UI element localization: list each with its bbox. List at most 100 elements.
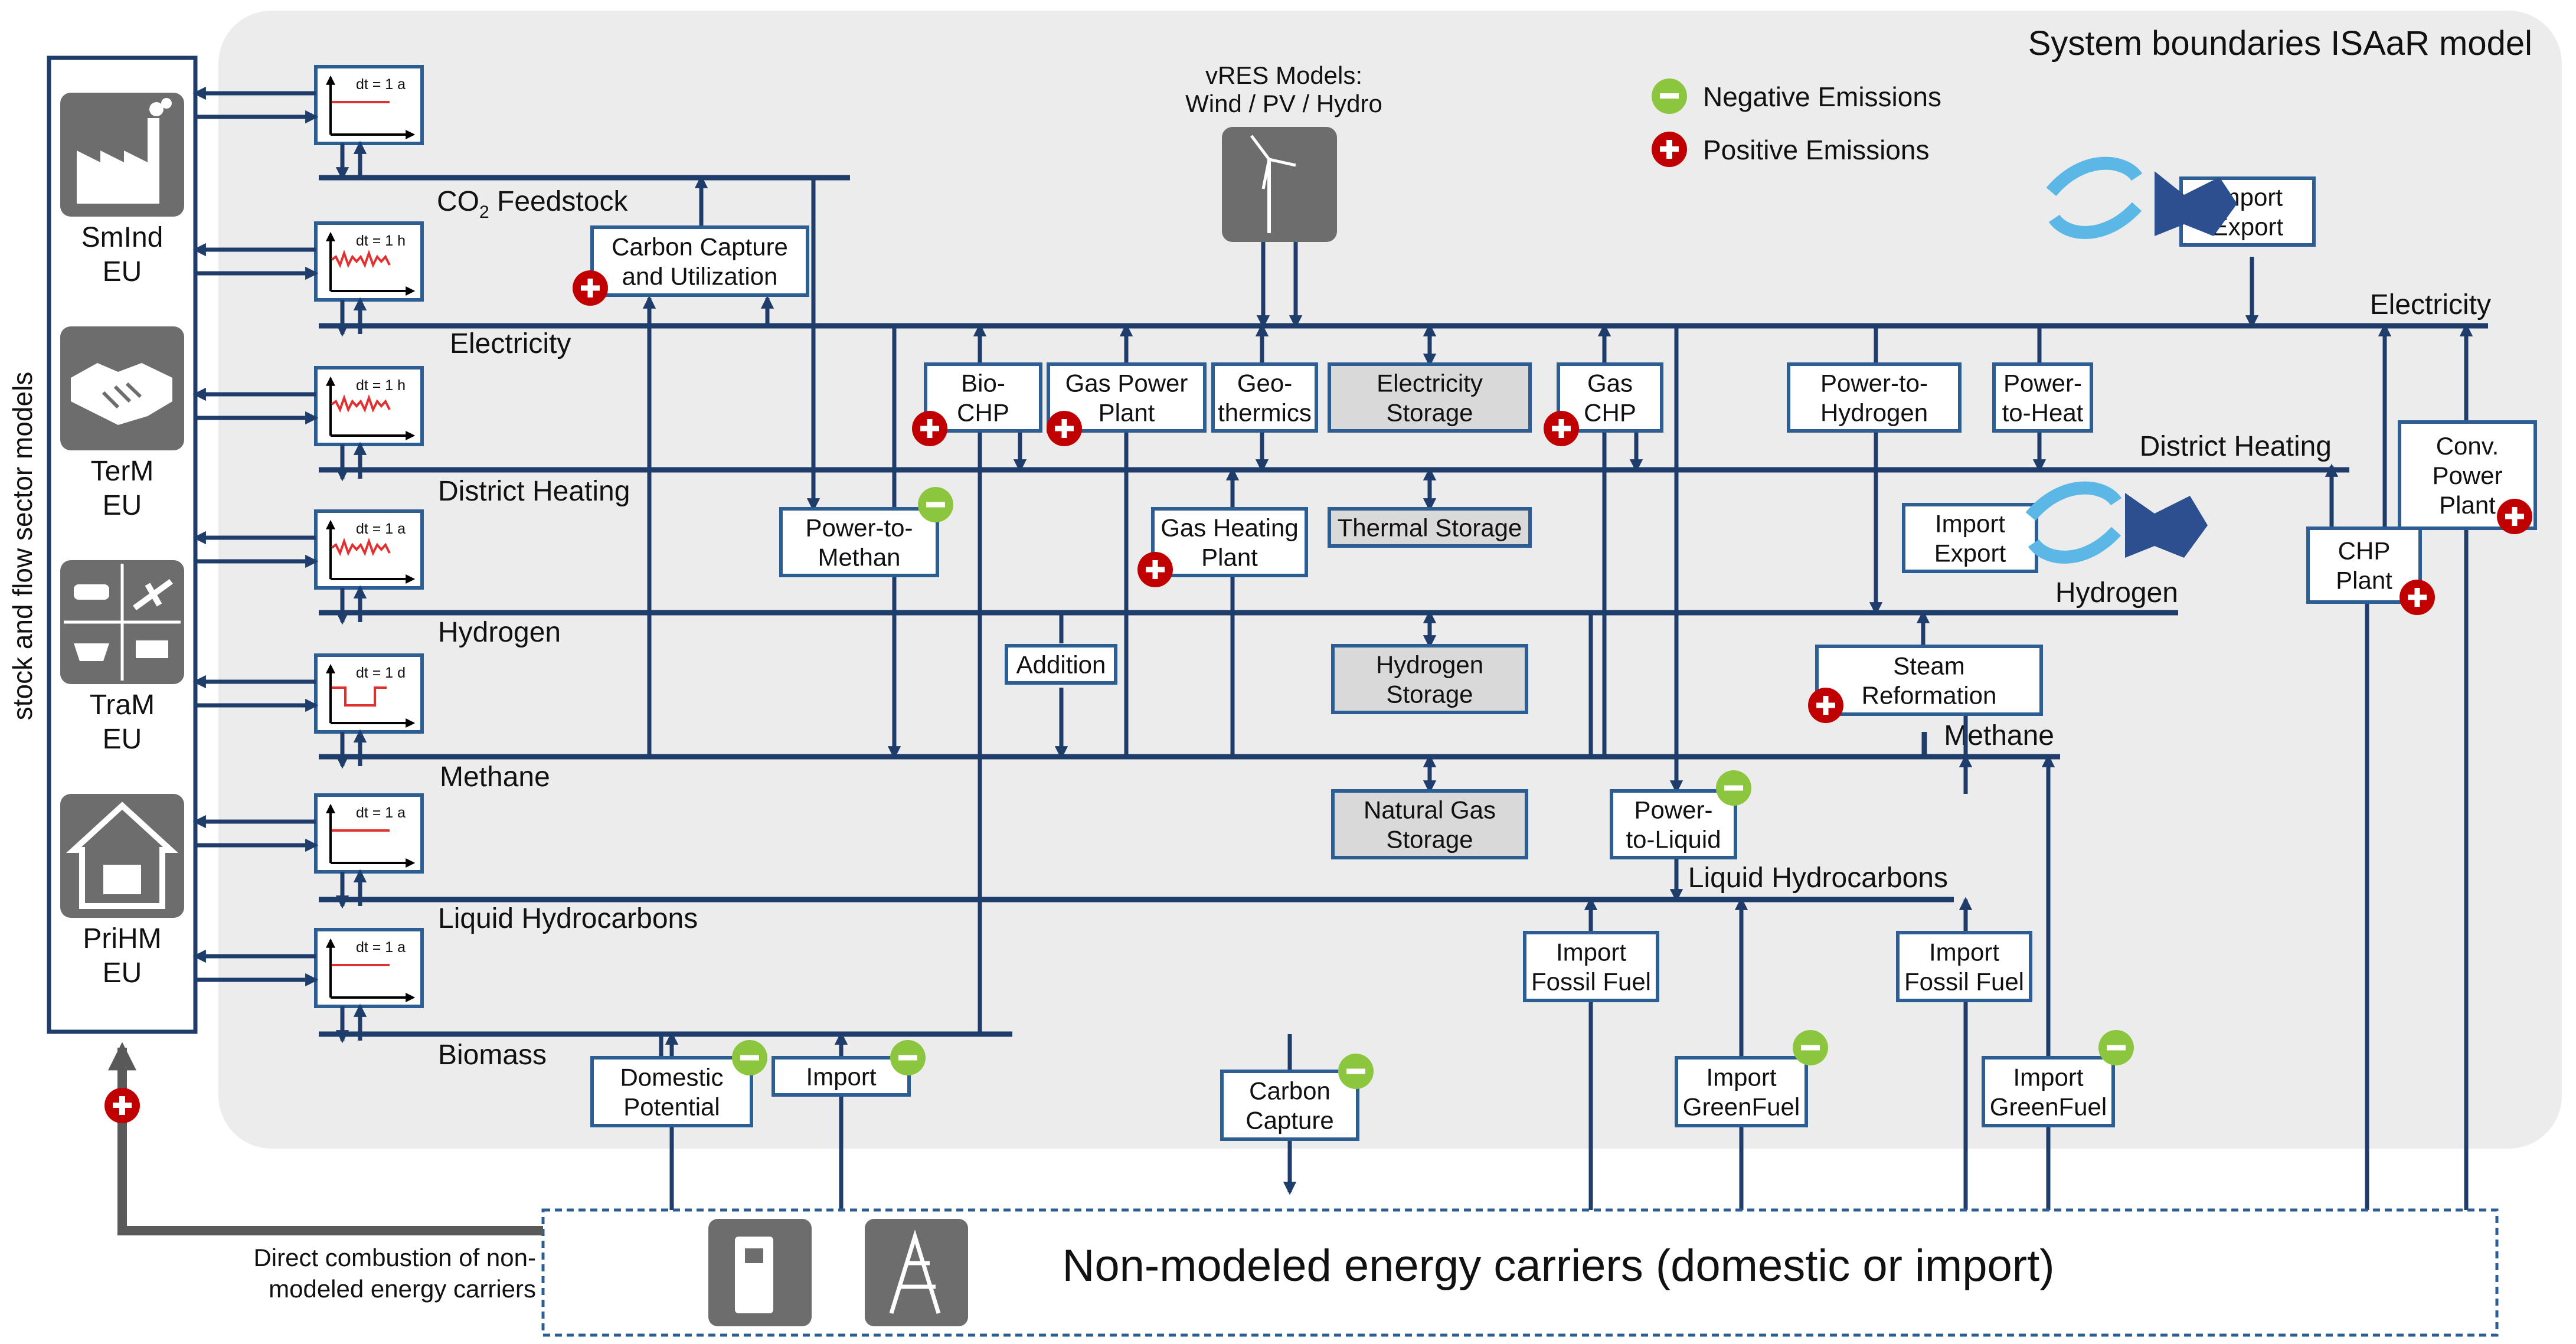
node-label: Carbon — [1249, 1077, 1331, 1105]
wind-turbine-icon — [1222, 127, 1337, 242]
legend-negative: Negative Emissions — [1703, 81, 1941, 112]
node-label: Reformation — [1862, 682, 1997, 709]
node-label: Plant — [1201, 544, 1258, 571]
import-export-el-icon — [2046, 156, 2143, 239]
node-label: Electricity — [1377, 369, 1483, 397]
vres-line1: vRES Models: — [1205, 61, 1362, 89]
positive-emission-icon — [2400, 580, 2435, 615]
node-label: Bio- — [961, 369, 1005, 397]
district-heating-label: District Heating — [438, 476, 630, 507]
node-label: Carbon Capture — [612, 233, 788, 261]
node-label: Domestic — [620, 1064, 723, 1091]
node-label: CHP — [2338, 537, 2391, 565]
co2-label: CO2 Feedstock — [437, 186, 628, 222]
node-label: Storage — [1386, 826, 1473, 854]
negative-emission-icon — [1716, 770, 1751, 806]
methane-right-label: Methane — [1944, 720, 2054, 751]
non-modeled-title: Non-modeled energy carriers (domestic or… — [1062, 1241, 2054, 1291]
node-thermal-storage: Thermal Storage — [1328, 507, 1532, 548]
node-label: and Utilization — [622, 263, 778, 290]
positive-emission-icon — [1808, 688, 1843, 723]
node-addition: Addition — [1005, 644, 1117, 685]
system-boundary-title: System boundaries ISAaR model — [2028, 24, 2532, 63]
node-label: Conv. — [2436, 432, 2499, 460]
direct-combustion-line2: modeled energy carriers — [269, 1275, 536, 1303]
house-heating-icon — [60, 794, 184, 918]
connection-lines — [642, 175, 2473, 1213]
time-step-chart: dt = 1 h — [314, 221, 424, 302]
node-label: Import — [1935, 510, 2005, 538]
prihm-line1: PriHM — [83, 923, 161, 954]
time-step-chart: dt = 1 a — [314, 509, 424, 590]
node-label: to-Liquid — [1626, 826, 1721, 854]
node-label: Capture — [1245, 1107, 1333, 1134]
node-label: Natural Gas — [1364, 796, 1496, 824]
node-label: Power- — [1634, 796, 1712, 824]
node-label: Methan — [818, 544, 900, 571]
direct-combustion-line1: Direct combustion of non- — [253, 1244, 536, 1271]
term-line1: TerM — [91, 456, 154, 487]
negative-emission-icon — [2098, 1030, 2134, 1065]
node-label: CHP — [957, 399, 1009, 427]
negative-emission-icon — [732, 1040, 767, 1075]
smind-line1: SmInd — [81, 222, 164, 253]
chart-connectors — [192, 86, 367, 1044]
node-label: Fossil Fuel — [1531, 968, 1651, 996]
node-power-to-methan: Power-to-Methan — [779, 507, 939, 577]
node-label: Power — [2432, 462, 2502, 489]
biomass-label: Biomass — [438, 1039, 547, 1071]
node-label: Gas Power — [1065, 369, 1188, 397]
legend-positive: Positive Emissions — [1703, 135, 1929, 165]
node-label: Gas — [1587, 369, 1633, 397]
node-label: Thermal Storage — [1338, 514, 1522, 542]
node-label: GreenFuel — [1683, 1093, 1800, 1121]
positive-emission-icon — [1544, 411, 1579, 446]
bus-lines — [319, 175, 2488, 1037]
hydrogen-right-label: Hydrogen — [2055, 577, 2178, 609]
node-power-to-heat: Power-to-Heat — [1992, 362, 2093, 433]
time-step-chart: dt = 1 a — [314, 793, 424, 874]
drilling-rig-icon — [865, 1219, 968, 1326]
district-heating-right-label: District Heating — [2140, 431, 2332, 462]
negative-emission-icon — [890, 1040, 926, 1075]
node-label: Potential — [623, 1093, 720, 1121]
node-label: Storage — [1386, 681, 1473, 708]
time-step-label: dt = 1 h — [356, 377, 406, 394]
node-import-bio: Import — [772, 1056, 911, 1097]
time-step-label: dt = 1 a — [356, 939, 406, 956]
liquid-label: Liquid Hydrocarbons — [438, 903, 698, 934]
node-label: Import — [1929, 938, 1999, 966]
node-label: Geo- — [1237, 369, 1292, 397]
node-label: Fossil Fuel — [1904, 968, 2024, 996]
smind-line2: EU — [103, 256, 142, 287]
node-label: Plant — [1099, 399, 1155, 427]
term-line2: EU — [103, 490, 142, 521]
time-step-chart: dt = 1 h — [314, 366, 424, 446]
time-step-label: dt = 1 h — [356, 233, 406, 249]
node-label: Addition — [1016, 651, 1106, 679]
sector-models-label: stock and flow sector models — [7, 372, 38, 721]
node-label: Power-to- — [1820, 369, 1928, 397]
emission-badges — [573, 270, 2532, 1089]
node-power-to-liquid: Power-to-Liquid — [1610, 789, 1737, 859]
time-step-chart: dt = 1 d — [314, 653, 424, 734]
negative-emission-icon — [918, 487, 953, 522]
node-label: Gas Heating — [1160, 514, 1298, 542]
node-label: Export — [1934, 539, 2006, 567]
node-label: Power- — [2003, 369, 2082, 397]
positive-emission-icon — [2497, 499, 2532, 534]
hydrogen-label: Hydrogen — [438, 617, 561, 648]
